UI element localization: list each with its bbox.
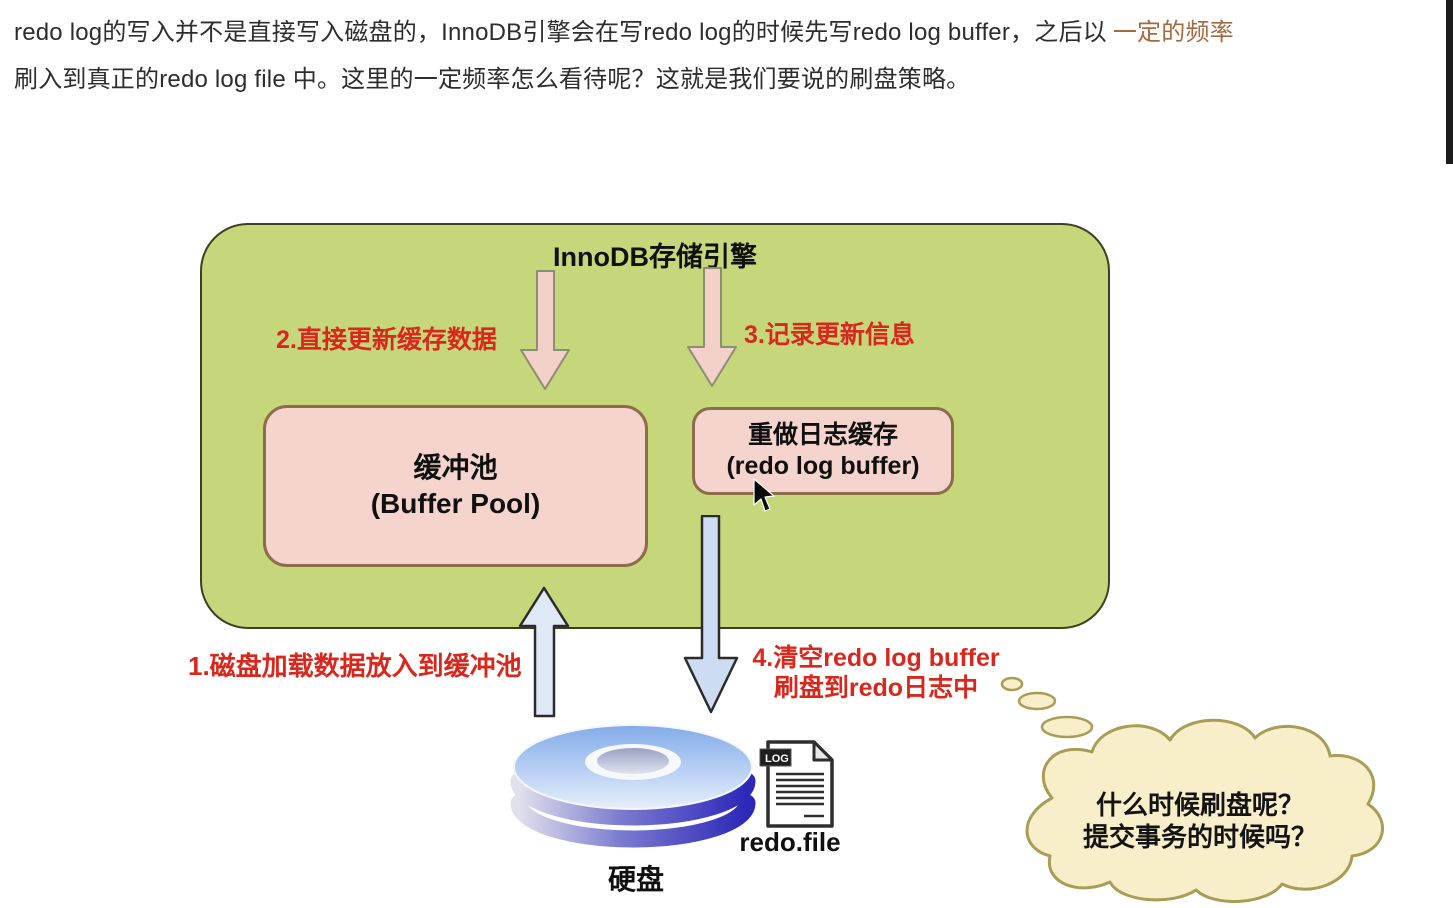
thought-bubble-text: 什么时候刷盘呢？ 提交事务的时候吗？ xyxy=(1030,789,1370,853)
engine-title: InnoDB存储引擎 xyxy=(553,242,757,272)
disk-icon xyxy=(510,724,756,848)
scrollbar-thumb[interactable] xyxy=(1446,0,1453,164)
load-up-arrow-icon xyxy=(518,586,570,718)
buffer-pool-box: 缓冲池 (Buffer Pool) xyxy=(263,405,648,567)
buffer-pool-subtitle: (Buffer Pool) xyxy=(370,488,541,519)
update-cache-arrow-icon xyxy=(520,270,570,390)
buffer-pool-title: 缓冲池 xyxy=(413,452,498,483)
file-label: redo.file xyxy=(739,827,841,857)
flush-down-arrow-icon xyxy=(683,515,739,714)
mouse-cursor-icon xyxy=(753,478,775,512)
step3-label: 3.记录更新信息 xyxy=(744,321,915,349)
step4-label-line2: 刷盘到redo日志中 xyxy=(773,674,979,702)
step4-label: 4.清空redo log buffer 刷盘到redo日志中 xyxy=(748,643,1004,703)
paragraph-highlight: 一定的频率 xyxy=(1112,19,1234,46)
redo-log-buffer-box: 重做日志缓存 (redo log buffer) xyxy=(692,407,954,495)
paragraph-line1: redo log的写入并不是直接写入磁盘的，InnoDB引擎会在写redo lo… xyxy=(14,19,1107,46)
log-file-icon: LOG xyxy=(759,740,834,828)
thought-bubble-dots xyxy=(1000,676,1094,739)
redo-log-buffer-title: 重做日志缓存 xyxy=(747,421,898,449)
disk-label: 硬盘 xyxy=(607,864,664,895)
thought-bubble-line2: 提交事务的时候吗？ xyxy=(1082,822,1317,852)
record-info-arrow-icon xyxy=(687,267,737,387)
log-badge: LOG xyxy=(765,753,789,765)
thought-bubble xyxy=(1025,718,1385,903)
step4-label-line1: 4.清空redo log buffer xyxy=(752,644,1000,672)
intro-paragraph: redo log的写入并不是直接写入磁盘的，InnoDB引擎会在写redo lo… xyxy=(14,9,1444,103)
thought-bubble-line1: 什么时候刷盘呢？ xyxy=(1095,790,1304,820)
step1-label: 1.磁盘加载数据放入到缓冲池 xyxy=(188,651,522,681)
paragraph-line2: 刷入到真正的redo log file 中。这里的一定频率怎么看待呢？这就是我们… xyxy=(14,66,971,93)
step2-label: 2.直接更新缓存数据 xyxy=(276,326,497,354)
redo-log-buffer-subtitle: (redo log buffer) xyxy=(726,452,920,480)
